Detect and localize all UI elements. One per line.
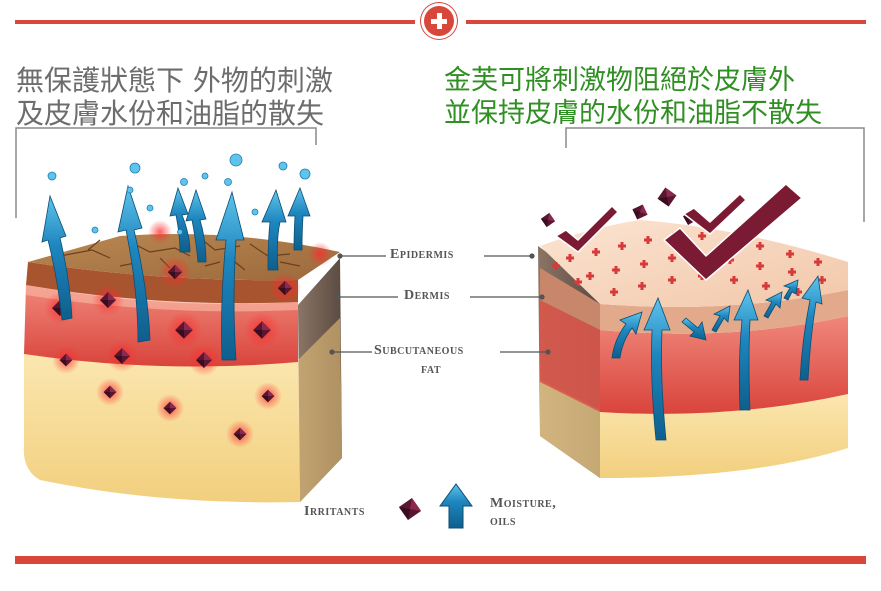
- label-fat: fat: [421, 362, 442, 377]
- left-skin-block: [23, 153, 342, 503]
- header-line-left: [15, 20, 415, 24]
- moisture-arrow-icon: [41, 184, 311, 361]
- legend-moisture-icon: [439, 483, 473, 529]
- label-dermis: Dermis: [404, 288, 450, 303]
- checkmark-block-icon: [555, 183, 803, 281]
- medical-cross-icon: [424, 6, 454, 36]
- title-left-line-2: 及皮膚水份和油脂的散失: [16, 97, 325, 130]
- title-right-line-1: 金芙可將刺激物阻絕於皮膚外: [444, 65, 795, 96]
- legend-irritants-label: Irritants: [304, 504, 365, 519]
- legend-moisture-label: Moisture,: [490, 496, 557, 511]
- moisture-arrow-icon: [611, 274, 823, 441]
- title-right: 金芙可將刺激物阻絕於皮膚外並保持皮膚的水份和油脂不散失: [444, 64, 822, 130]
- right-skin-block: [538, 183, 848, 478]
- legend-irritant-icon: [397, 496, 423, 522]
- title-left-bracket: [15, 127, 317, 218]
- title-left: 無保護狀態下 外物的刺激及皮膚水份和油脂的散失: [16, 64, 333, 130]
- label-subcutaneous: Subcutaneous: [374, 343, 464, 358]
- title-left-line-1: 無保護狀態下 外物的刺激: [16, 64, 333, 97]
- header-line-right: [466, 20, 866, 24]
- label-epidermis: Epidermis: [390, 247, 454, 262]
- title-right-line-2: 並保持皮膚的水份和油脂不散失: [444, 98, 822, 129]
- irritant-diamond-icon: [539, 185, 699, 229]
- title-right-bracket: [565, 127, 865, 222]
- footer-line: [15, 556, 866, 564]
- legend-oils-label: oils: [490, 514, 516, 529]
